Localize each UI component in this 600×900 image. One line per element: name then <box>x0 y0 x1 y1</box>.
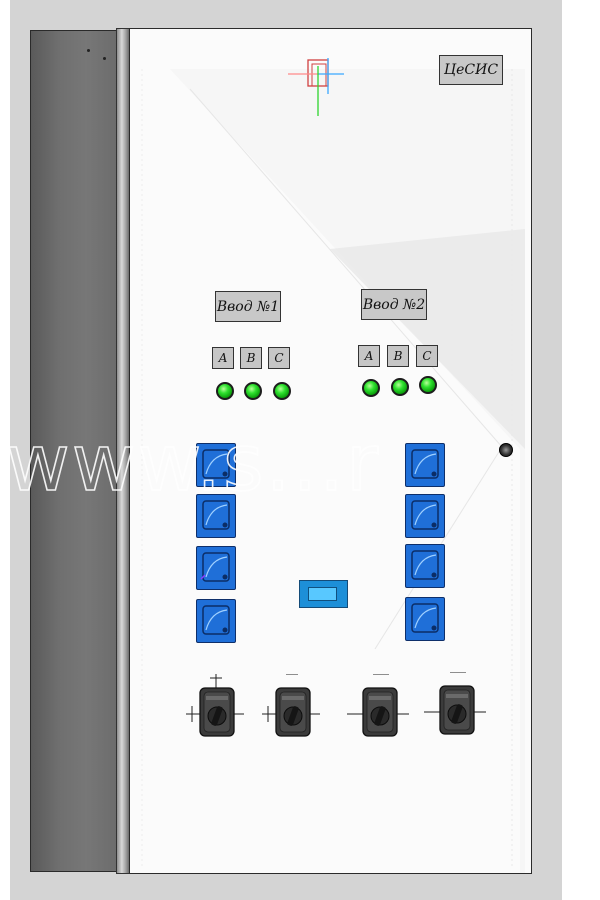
phase-label: С <box>422 349 432 363</box>
signal-lamp-icon <box>273 382 291 400</box>
coordinate-axis-icon <box>288 58 344 116</box>
display-screen <box>308 587 337 601</box>
input-2-phase-a: А <box>358 345 380 367</box>
phase-label: С <box>274 351 284 365</box>
panel-meter-icon <box>196 546 236 590</box>
rotary-switch-icon <box>424 672 486 735</box>
input-2-label: Ввод №2 <box>362 296 426 313</box>
door-reflection <box>141 69 525 873</box>
phase-label: В <box>393 349 403 363</box>
signal-lamp-icon <box>362 379 380 397</box>
panel-meter-icon <box>405 544 445 588</box>
input-2-phase-b: В <box>387 345 409 367</box>
phase-label: В <box>246 351 256 365</box>
door-lock-icon <box>499 443 513 457</box>
rotary-switch-icon <box>186 674 244 737</box>
panel-meter-icon <box>405 494 445 538</box>
input-1-label: Ввод №1 <box>216 298 280 315</box>
brand-plate: ЦеСИС <box>439 55 503 85</box>
door-hinge <box>116 28 130 874</box>
panel-meter-icon <box>196 599 236 643</box>
input-1-phase-a: А <box>212 347 234 369</box>
panel-meter-icon <box>196 494 236 538</box>
cabinet-side-panel <box>30 30 124 872</box>
input-1-plate: Ввод №1 <box>215 291 281 322</box>
input-1-phase-c: С <box>268 347 290 369</box>
input-2-plate: Ввод №2 <box>361 289 427 320</box>
panel-meter-icon <box>405 597 445 641</box>
phase-label: А <box>364 349 374 363</box>
panel-meter-icon <box>405 443 445 487</box>
signal-lamp-icon <box>216 382 234 400</box>
input-2-phase-c: С <box>416 345 438 367</box>
input-1-phase-b: В <box>240 347 262 369</box>
digital-display <box>299 580 348 608</box>
rotary-switch-icon <box>347 674 409 737</box>
phase-label: А <box>218 351 228 365</box>
brand-plate-label: ЦеСИС <box>443 62 499 78</box>
cabinet-door <box>129 28 532 874</box>
rotary-switch-icon <box>262 674 320 737</box>
panel-meter-icon <box>196 443 236 487</box>
signal-lamp-icon <box>419 376 437 394</box>
signal-lamp-icon <box>244 382 262 400</box>
signal-lamp-icon <box>391 378 409 396</box>
